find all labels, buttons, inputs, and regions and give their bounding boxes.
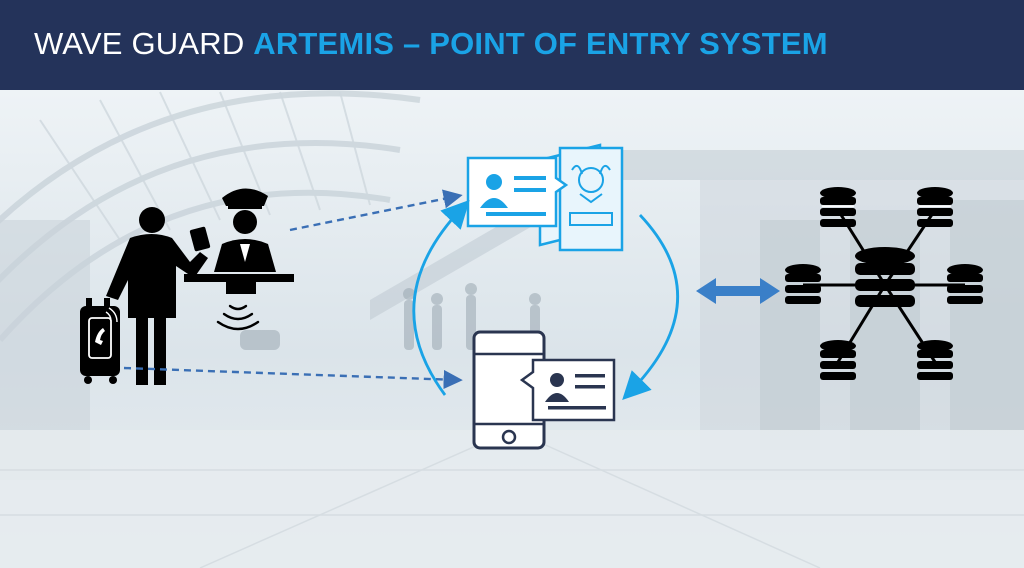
flow-arrow-left <box>412 199 470 396</box>
phone-icon <box>88 307 118 359</box>
title-bar: WAVE GUARD ARTEMIS – POINT OF ENTRY SYST… <box>0 0 1024 90</box>
title-accent: ARTEMIS – POINT OF ENTRY SYSTEM <box>253 26 828 61</box>
officer-to-passport-link <box>289 189 463 232</box>
title-main: WAVE GUARD <box>34 26 245 61</box>
flow-arrow-right <box>622 214 680 401</box>
traveler-icon <box>106 207 211 385</box>
slide-title: WAVE GUARD ARTEMIS – POINT OF ENTRY SYST… <box>34 24 828 64</box>
diagram-canvas <box>0 90 1024 568</box>
bidirectional-arrow-icon <box>696 278 780 304</box>
luggage-to-phone-link <box>123 366 463 390</box>
id-card-icon <box>466 156 569 228</box>
wireless-signal-icon <box>216 304 260 331</box>
database-network-icon <box>785 187 983 380</box>
border-officer-icon <box>184 188 294 294</box>
mobile-id-card-icon <box>519 358 616 422</box>
